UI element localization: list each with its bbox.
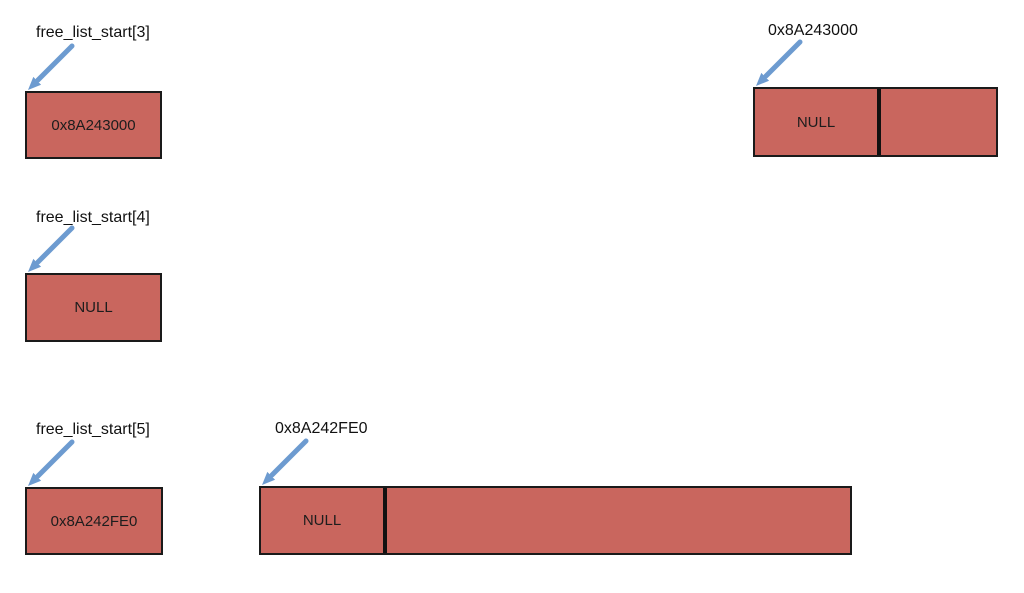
memory-block-0x8A242FE0: NULL	[259, 486, 852, 555]
pointer-box-free-list-start-4: NULL	[25, 273, 162, 342]
pointer-value: NULL	[74, 299, 113, 316]
next-pointer-value: NULL	[302, 512, 342, 529]
arrow-icon	[28, 225, 75, 272]
block-payload-cell	[881, 89, 996, 155]
cell-divider	[877, 89, 881, 155]
block-payload-cell	[387, 488, 850, 553]
block-next-cell: NULL	[261, 488, 383, 553]
block-label-0x8A242FE0: 0x8A242FE0	[275, 420, 368, 437]
pointer-label-free-list-start-5: free_list_start[5]	[36, 421, 150, 438]
arrow-icon	[28, 43, 75, 90]
pointer-label-free-list-start-3: free_list_start[3]	[36, 24, 150, 41]
pointer-value: 0x8A242FE0	[50, 512, 138, 530]
pointer-box-free-list-start-3: 0x8A243000	[25, 91, 162, 159]
next-pointer-value: NULL	[796, 113, 836, 131]
cell-divider	[383, 488, 387, 553]
pointer-value: 0x8A243000	[51, 116, 136, 134]
pointer-box-free-list-start-5: 0x8A242FE0	[25, 487, 163, 555]
arrow-icon	[756, 39, 803, 86]
arrow-icon	[28, 439, 75, 486]
memory-block-0x8A243000: NULL	[753, 87, 998, 157]
block-next-cell: NULL	[755, 89, 877, 155]
arrow-icon	[262, 438, 309, 485]
pointer-label-free-list-start-4: free_list_start[4]	[36, 209, 150, 226]
block-label-0x8A243000: 0x8A243000	[768, 22, 858, 39]
